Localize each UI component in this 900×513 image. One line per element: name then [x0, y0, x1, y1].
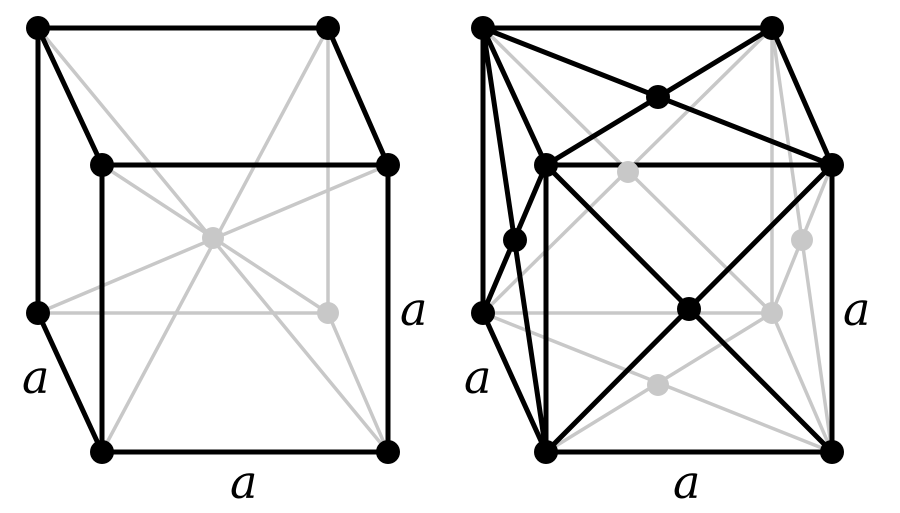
bcc-corner-atom [26, 301, 50, 325]
bcc-center-atom [202, 227, 224, 249]
fcc-corner-atom [471, 16, 495, 40]
bcc-corner-atom [90, 153, 114, 177]
bcc-width-label: a [230, 455, 257, 509]
bcc-corner-atom-hidden [317, 302, 339, 324]
bcc-hidden-edge [326, 311, 390, 454]
fcc-face-atom [646, 85, 670, 109]
fcc-corner-atom [471, 301, 495, 325]
fcc-corner-atom [534, 153, 558, 177]
visible-lines [35, 25, 835, 455]
bcc-corner-atom [376, 153, 400, 177]
bcc-corner-atom [26, 16, 50, 40]
bcc-corner-atom [316, 16, 340, 40]
fcc-edge [480, 310, 549, 455]
bcc-corner-atom [90, 440, 114, 464]
bcc-depth-label: a [22, 350, 49, 404]
fcc-edge [769, 25, 835, 168]
bcc-corner-atom [376, 440, 400, 464]
fcc-corner-atom [534, 440, 558, 464]
bcc-edge [35, 25, 105, 168]
bcc-edge [35, 310, 105, 455]
fcc-hidden-edge [770, 311, 834, 454]
fcc-height-label: a [843, 282, 870, 336]
bcc-edge [325, 25, 391, 168]
hidden-lines [36, 26, 834, 454]
bcc-height-label: a [400, 282, 427, 336]
fcc-face-atom-hidden [647, 374, 669, 396]
fcc-face-atom [677, 297, 701, 321]
fcc-face-atom-hidden [791, 229, 813, 251]
fcc-face-atom-hidden [617, 161, 639, 183]
fcc-width-label: a [673, 455, 700, 509]
fcc-corner-atom-hidden [761, 302, 783, 324]
fcc-depth-label: a [464, 350, 491, 404]
fcc-face-atom [503, 228, 527, 252]
atoms [26, 16, 844, 464]
fcc-edge [480, 25, 549, 168]
fcc-corner-atom [760, 16, 784, 40]
fcc-corner-atom [820, 440, 844, 464]
fcc-corner-atom [820, 153, 844, 177]
